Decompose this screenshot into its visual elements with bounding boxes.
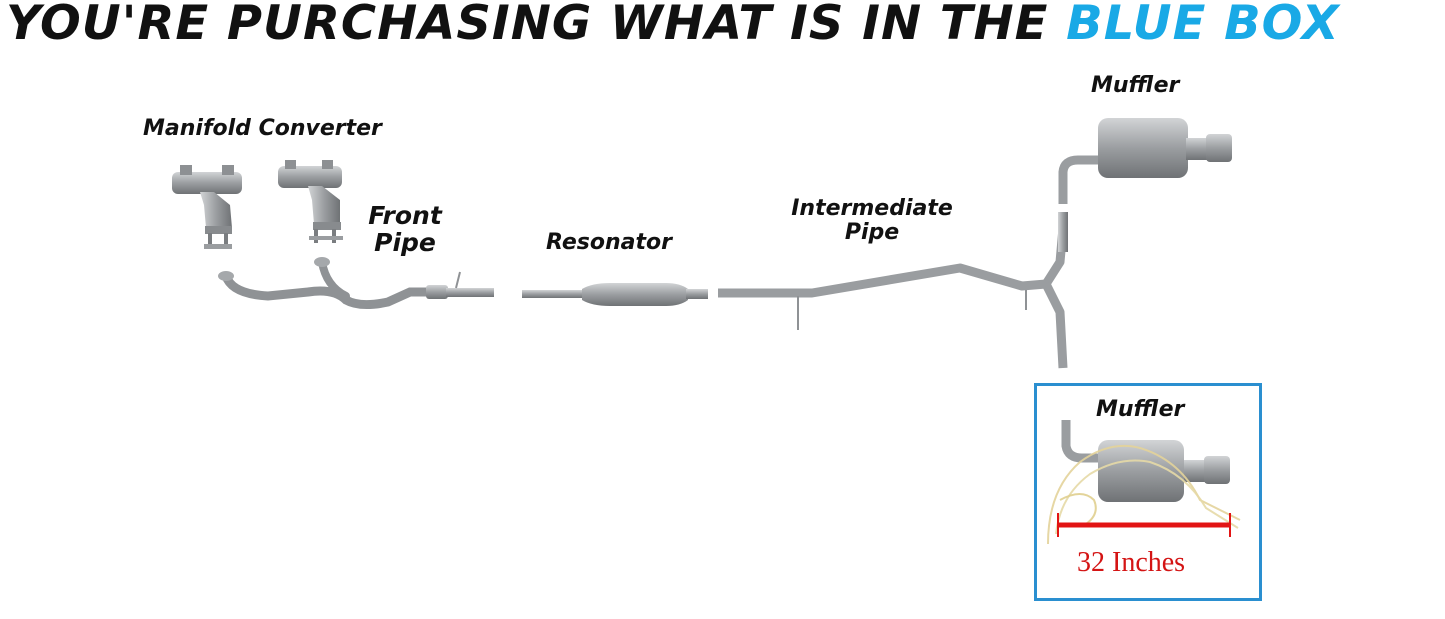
headline-prefix: YOU'RE PURCHASING WHAT IS IN THE bbox=[6, 0, 1067, 51]
muffler-box-illustration bbox=[1047, 420, 1241, 545]
muffler-top bbox=[1058, 118, 1232, 252]
label-front-pipe-line2: Pipe bbox=[374, 228, 436, 257]
blue-box bbox=[1034, 383, 1262, 601]
label-muffler-box: Muffler bbox=[1096, 397, 1185, 422]
label-manifold-converter: Manifold Converter bbox=[143, 116, 382, 141]
manifold-converter-left bbox=[172, 165, 242, 249]
label-resonator: Resonator bbox=[546, 230, 672, 255]
intermediate-pipe bbox=[718, 227, 1068, 369]
headline: YOU'RE PURCHASING WHAT IS IN THE BLUE BO… bbox=[6, 0, 1340, 51]
label-muffler-top: Muffler bbox=[1091, 73, 1180, 98]
label-intermediate-pipe: Intermediate Pipe bbox=[780, 197, 964, 245]
label-intermediate-line1: Intermediate bbox=[791, 196, 953, 221]
label-front-pipe: Front Pipe bbox=[362, 202, 448, 256]
label-intermediate-line2: Pipe bbox=[844, 219, 900, 245]
manifold-converter-right bbox=[278, 160, 343, 243]
front-pipe bbox=[218, 257, 494, 310]
resonator bbox=[522, 283, 708, 306]
headline-highlight: BLUE BOX bbox=[1066, 0, 1340, 51]
measurement-text: 32 Inches bbox=[1077, 547, 1186, 578]
label-front-pipe-line1: Front bbox=[368, 201, 442, 230]
